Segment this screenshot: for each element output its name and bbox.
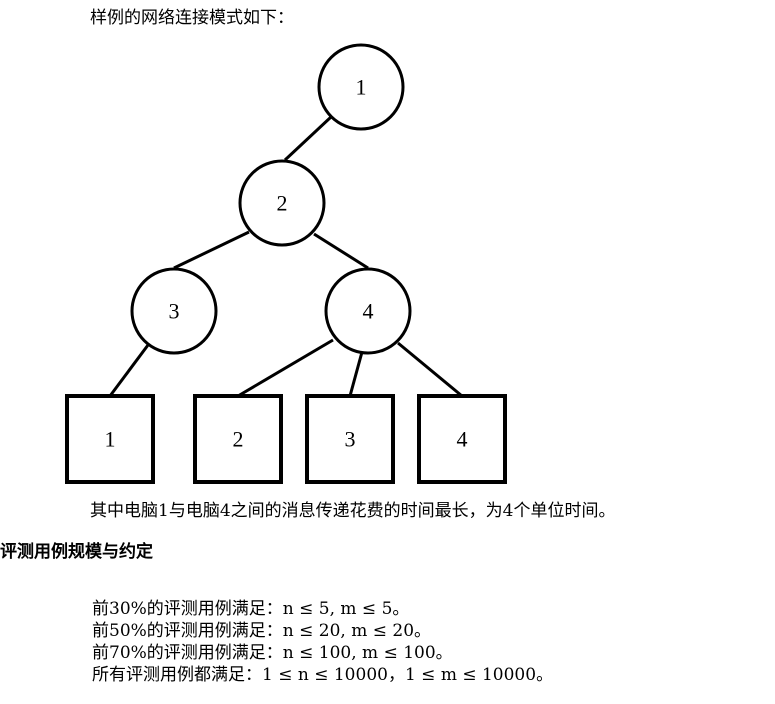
switch-node-1-label: 1 xyxy=(356,75,367,100)
constraint-item: 前50%的评测用例满足：n ≤ 20, m ≤ 20。 xyxy=(92,621,432,641)
switch-node-3-label: 3 xyxy=(169,299,180,324)
constraint-item: 所有评测用例都满足：1 ≤ n ≤ 10000，1 ≤ m ≤ 10000。 xyxy=(92,665,554,685)
computer-node-3: 3 xyxy=(305,394,395,484)
computer-node-2-label: 2 xyxy=(233,427,244,452)
switch-node-2: 2 xyxy=(238,159,326,247)
switch-node-4-label: 4 xyxy=(363,299,374,324)
switch-node-1: 1 xyxy=(317,43,405,131)
computer-node-4: 4 xyxy=(417,394,507,484)
section-title: 评测用例规模与约定 xyxy=(0,542,153,562)
edge-s1-s2 xyxy=(283,115,333,162)
computer-node-1-label: 1 xyxy=(105,427,116,452)
edge-s4-c4 xyxy=(397,341,463,398)
constraints-list: 前30%的评测用例满足：n ≤ 5, m ≤ 5。 前50%的评测用例满足：n … xyxy=(92,598,553,686)
switch-node-2-label: 2 xyxy=(277,191,288,216)
edge-s2-s3 xyxy=(173,230,250,270)
diagram-caption: 其中电脑1与电脑4之间的消息传递花费的时间最长，为4个单位时间。 xyxy=(90,501,616,521)
constraint-item: 前30%的评测用例满足：n ≤ 5, m ≤ 5。 xyxy=(92,599,410,619)
edge-s3-c1 xyxy=(108,340,153,397)
constraint-item: 前70%的评测用例满足：n ≤ 100, m ≤ 100。 xyxy=(92,643,453,663)
switch-node-4: 4 xyxy=(324,267,412,355)
switch-node-3: 3 xyxy=(130,267,218,355)
edge-s4-c2 xyxy=(237,338,334,398)
computer-node-1: 1 xyxy=(65,394,155,484)
computer-node-2: 2 xyxy=(193,394,283,484)
intro-text: 样例的网络连接模式如下： xyxy=(90,8,294,28)
edge-s4-c3 xyxy=(348,351,364,397)
computer-node-3-label: 3 xyxy=(345,427,356,452)
edge-s2-s4 xyxy=(313,232,369,270)
computer-node-4-label: 4 xyxy=(457,427,468,452)
